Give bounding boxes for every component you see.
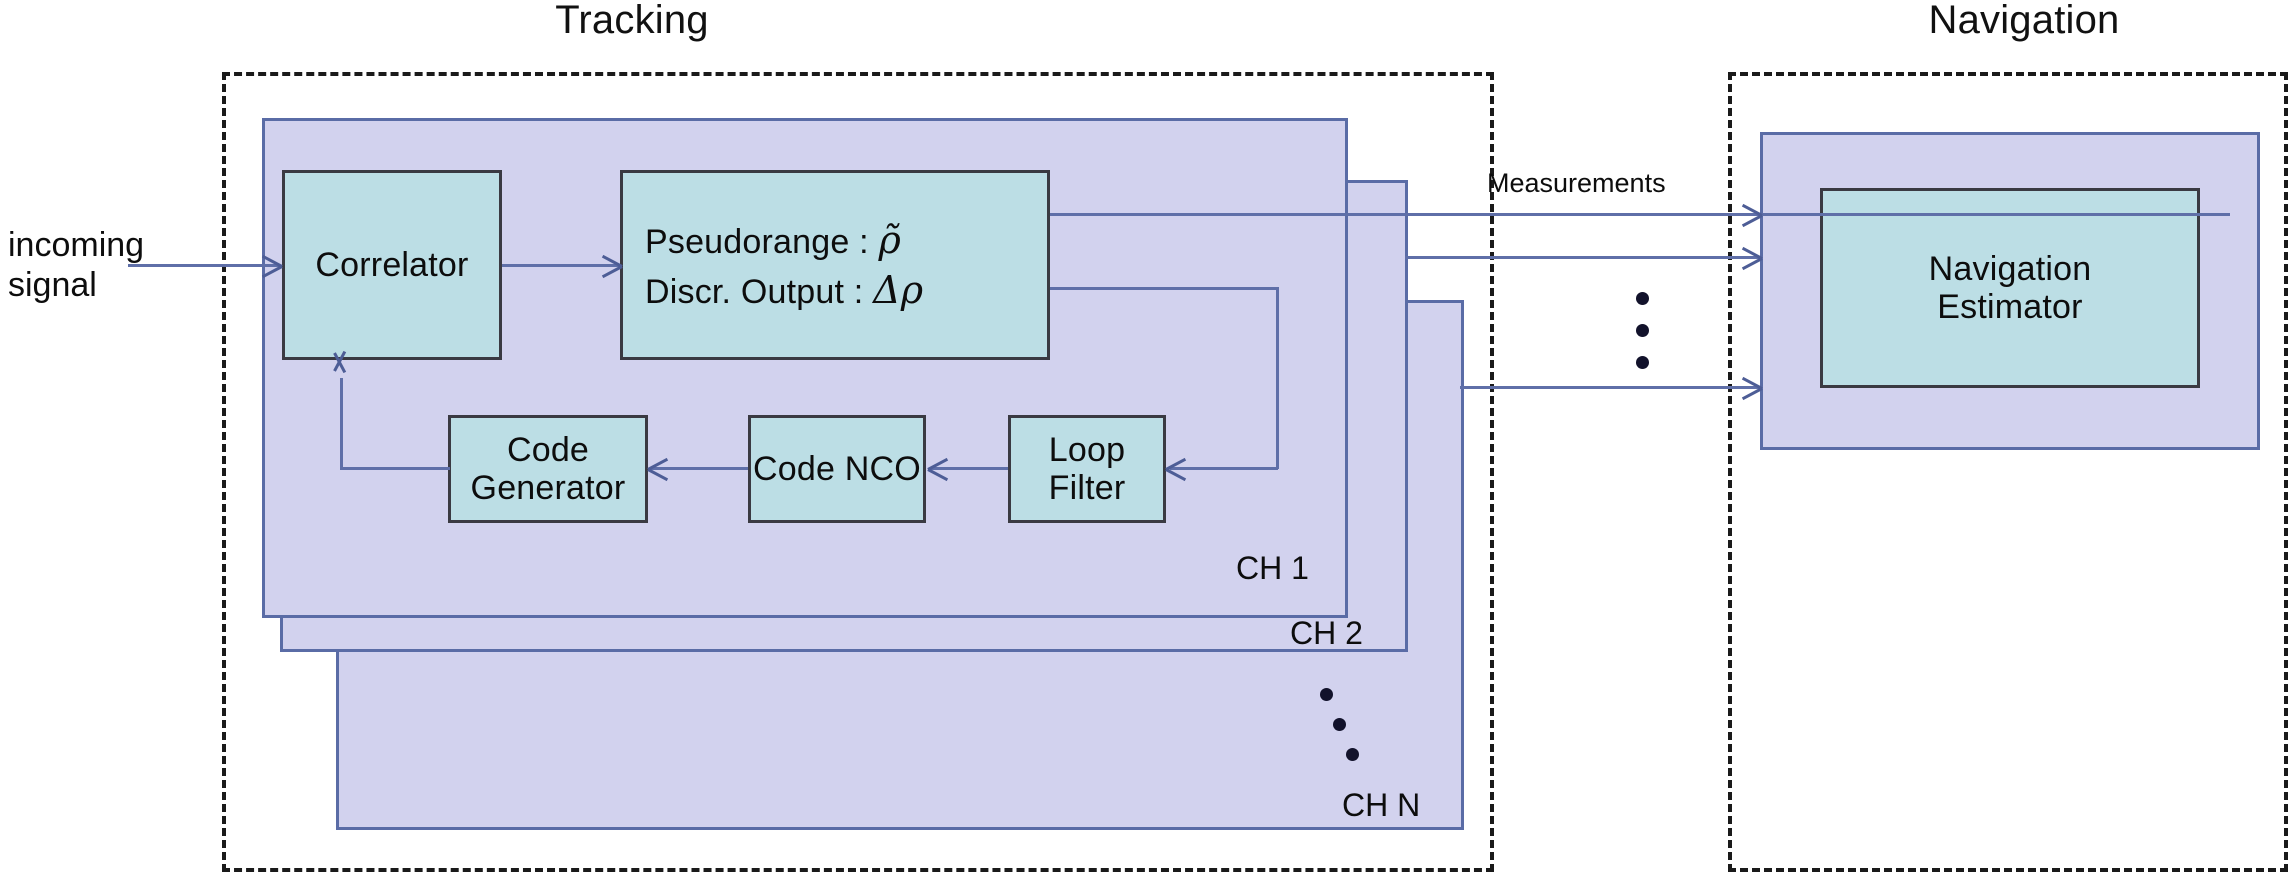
pseudorange-output-block: Pseudorange : ρ̃ Discr. Output : Δρ xyxy=(620,170,1050,360)
correlator-block: Correlator xyxy=(282,170,502,360)
wire-codegenerator-feedback-h xyxy=(340,467,450,470)
wire-codegenerator-feedback-v xyxy=(340,378,343,470)
wire-discriminator-to-loopfilter-v xyxy=(1276,287,1279,469)
code-generator-block: Code Generator xyxy=(448,415,648,523)
pseudorange-symbol: ρ̃ xyxy=(878,217,901,262)
channel-label-1: CH 1 xyxy=(1236,550,1309,586)
tracking-region-boundary xyxy=(222,72,1494,872)
tracking-section-title: Tracking xyxy=(555,0,709,42)
discriminator-row: Discr. Output : Δρ xyxy=(645,267,1047,312)
discriminator-label: Discr. Output : xyxy=(645,272,864,311)
code-nco-block: Code NCO xyxy=(748,415,926,523)
incoming-signal-label: incoming signal xyxy=(8,225,218,305)
wire-pseudorange-measurement-ch1 xyxy=(1050,213,2230,216)
navigation-estimator-label-line1: Navigation xyxy=(1928,249,2092,288)
measurements-ellipsis-dot-3 xyxy=(1636,356,1649,369)
navigation-estimator-label-line2: Estimator xyxy=(1937,288,2083,326)
wire-discriminator-to-loopfilter-h xyxy=(1050,287,1278,290)
wire-loopfilter-to-codenco xyxy=(930,467,1008,470)
discriminator-symbol: Δρ xyxy=(873,267,924,312)
channel-label-n: CH N xyxy=(1342,787,1421,823)
navigation-section-title: Navigation xyxy=(1928,0,2120,42)
wire-correlator-to-pseudorange xyxy=(502,264,620,267)
incoming-signal-line2: signal xyxy=(8,266,97,305)
pseudorange-label: Pseudorange : xyxy=(645,222,869,261)
channel-ellipsis-dot-3 xyxy=(1346,748,1359,761)
wire-loopfilter-input-h xyxy=(1170,467,1278,470)
measurements-label: Measurements xyxy=(1487,168,1666,198)
correlator-label: Correlator xyxy=(315,245,469,284)
loop-filter-block: Loop Filter xyxy=(1008,415,1166,523)
navigation-estimator-block: Navigation Estimator xyxy=(1820,188,2200,388)
loop-filter-label-line1: Loop xyxy=(1048,430,1126,469)
code-generator-label-line2: Generator xyxy=(470,469,626,507)
code-nco-label: Code NCO xyxy=(753,449,921,488)
wire-measurement-ch2 xyxy=(1405,256,1763,259)
incoming-signal-line1: incoming xyxy=(8,226,145,264)
channel-label-2: CH 2 xyxy=(1290,615,1363,651)
channel-ellipsis-dot-2 xyxy=(1333,718,1346,731)
wire-incoming-to-correlator xyxy=(128,264,280,267)
pseudorange-row: Pseudorange : ρ̃ xyxy=(645,219,1047,262)
wire-codenco-to-codegenerator xyxy=(650,467,748,470)
measurements-ellipsis-dot-2 xyxy=(1636,324,1649,337)
wire-measurement-chn xyxy=(1460,386,1763,389)
channel-ellipsis-dot-1 xyxy=(1320,688,1333,701)
code-generator-label-line1: Code xyxy=(506,430,590,469)
measurements-ellipsis-dot-1 xyxy=(1636,292,1649,305)
navigation-region-boundary xyxy=(1728,72,2288,872)
loop-filter-label-line2: Filter xyxy=(1048,469,1126,507)
